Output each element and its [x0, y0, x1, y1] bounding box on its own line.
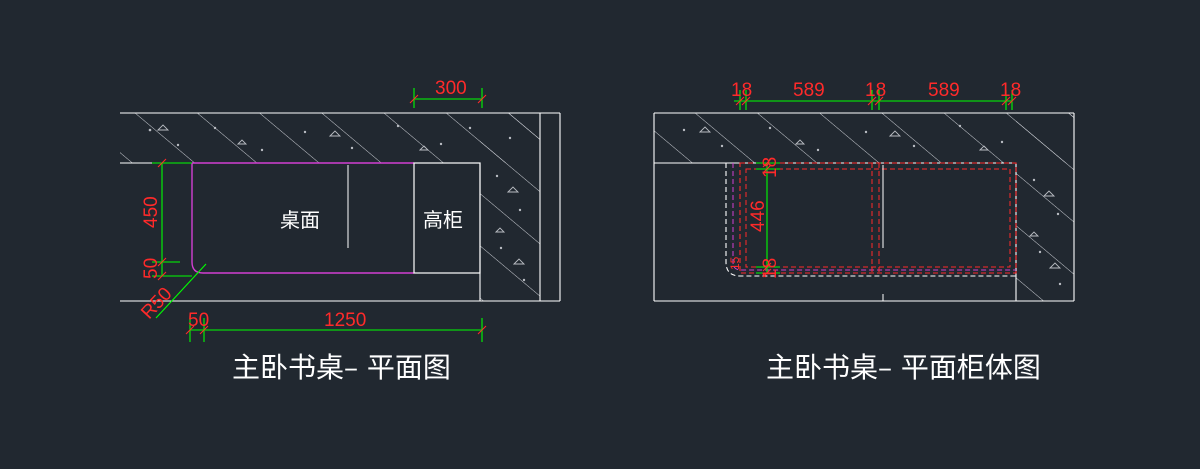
dim-panel-c: 18: [1000, 80, 1021, 101]
dim-side-panel: 18: [760, 157, 781, 178]
dim-bay-a: 589: [793, 80, 825, 101]
dim-top-width: 300: [435, 78, 467, 99]
plan-view-title: 主卧书桌– 平面图: [232, 351, 451, 384]
dim-inner-depth: 446: [748, 200, 769, 232]
dim-length: 1250: [324, 310, 366, 331]
cabinet-view: 18 589 18 589 18 18 446 18 15 主卧书桌– 平面柜体…: [653, 80, 1075, 384]
dim-left-side: 15: [728, 256, 742, 270]
plan-view: 桌面 高柜 300 450 50 R50: [120, 78, 561, 384]
dim-bottom-panel: 18: [760, 258, 781, 279]
dim-bay-b: 589: [928, 80, 960, 101]
dim-depth: 450: [141, 196, 162, 228]
desk-label: 桌面: [280, 208, 320, 232]
tall-cabinet-label: 高柜: [423, 208, 463, 232]
desk-top-outline: [191, 163, 414, 274]
dimension-lines-right: [734, 90, 1017, 278]
dim-panel-b: 18: [865, 80, 886, 101]
wall-hatch-left: [120, 113, 540, 301]
dim-corner-radius: R50: [137, 284, 176, 324]
dimension-lines-left: [152, 88, 487, 342]
wall-hatch-right: [654, 113, 1074, 301]
dim-panel-a: 18: [731, 80, 752, 101]
cabinet-body: [725, 162, 1017, 301]
cabinet-view-title: 主卧书桌– 平面柜体图: [766, 351, 1041, 384]
tall-cabinet: [413, 162, 481, 274]
dim-corner-offset: 50: [141, 258, 162, 279]
dim-bottom-offset: 50: [188, 310, 209, 331]
